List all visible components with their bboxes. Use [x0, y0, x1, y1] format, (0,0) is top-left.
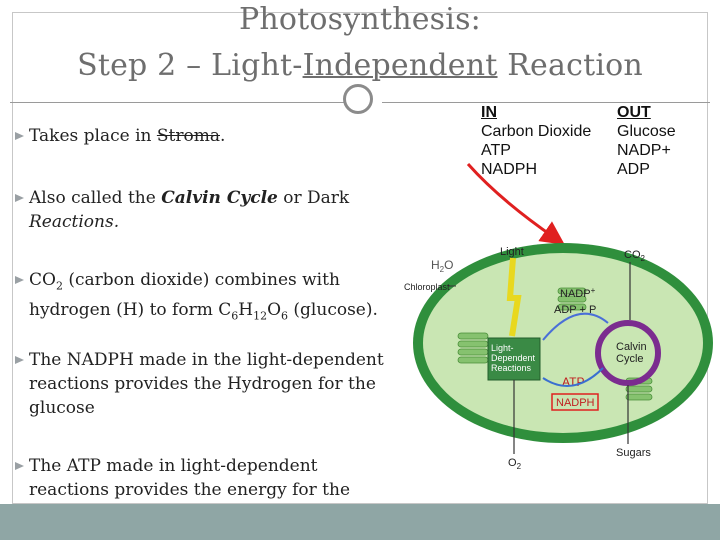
title-divider-left	[10, 102, 350, 103]
title-divider-right	[382, 102, 710, 103]
sugars-label: Sugars	[616, 447, 651, 459]
footer-bar	[0, 504, 720, 540]
photosynthesis-diagram: Light- Dependent Reactions Calvin Cycle …	[398, 228, 720, 474]
in-item: Carbon Dioxide	[481, 123, 592, 140]
thylakoid-stacks	[457, 287, 653, 401]
out-item: NADP+	[617, 142, 671, 159]
nadph-highlight	[551, 393, 599, 411]
out-item: ADP	[617, 161, 650, 178]
bullet-marker-icon	[15, 276, 24, 284]
calvin-cycle-ring	[595, 320, 661, 386]
out-column: OUT Glucose NADP+ ADP	[617, 103, 676, 179]
nadp-label: NADP+	[560, 286, 596, 300]
light-arrow-icon	[506, 257, 522, 337]
bullet-marker-icon	[15, 462, 24, 470]
bullet-marker-icon	[15, 356, 24, 364]
light-label: Light	[500, 246, 524, 258]
slide-title-line2: Step 2 – Light-Independent Reaction	[77, 48, 643, 83]
co2-label: CO2	[624, 249, 646, 263]
bullet-calvin-cycle: Also called the Calvin Cycle or Dark Rea…	[14, 186, 386, 234]
in-header: IN	[481, 104, 497, 121]
nadp-adp-arrow	[542, 312, 609, 341]
title-circle-ornament	[343, 84, 373, 114]
bullet-stroma: Takes place in Stroma.	[14, 124, 386, 148]
water-label: H2O	[431, 258, 453, 274]
title-underlined-word: Independent	[302, 48, 498, 83]
light-dependent-box	[487, 337, 541, 381]
slide-title-line1: Photosynthesis:	[239, 2, 481, 37]
atp-nadph-arrow	[542, 367, 604, 387]
nadph-label: NADPH	[556, 397, 595, 409]
bullet-nadph: The NADPH made in the light-dependent re…	[14, 348, 386, 420]
slide-frame	[12, 12, 708, 504]
in-item: NADPH	[481, 161, 538, 178]
o2-label: O2	[508, 457, 522, 471]
in-item: ATP	[481, 142, 511, 159]
bullet-marker-icon	[15, 194, 24, 202]
out-header: OUT	[617, 104, 651, 121]
annotation-arrow	[466, 163, 565, 245]
light-dependent-label: Light- Dependent Reactions	[491, 343, 538, 373]
chloroplast-label: Chloroplast	[404, 282, 450, 292]
out-item: Glucose	[617, 123, 676, 140]
bullet-co2-combines: CO2 (carbon dioxide) combines with hydro…	[14, 268, 386, 329]
calvin-cycle-label: Calvin Cycle	[616, 341, 650, 365]
in-column: IN Carbon Dioxide ATP NADPH	[481, 103, 591, 179]
bullet-marker-icon	[15, 132, 24, 140]
